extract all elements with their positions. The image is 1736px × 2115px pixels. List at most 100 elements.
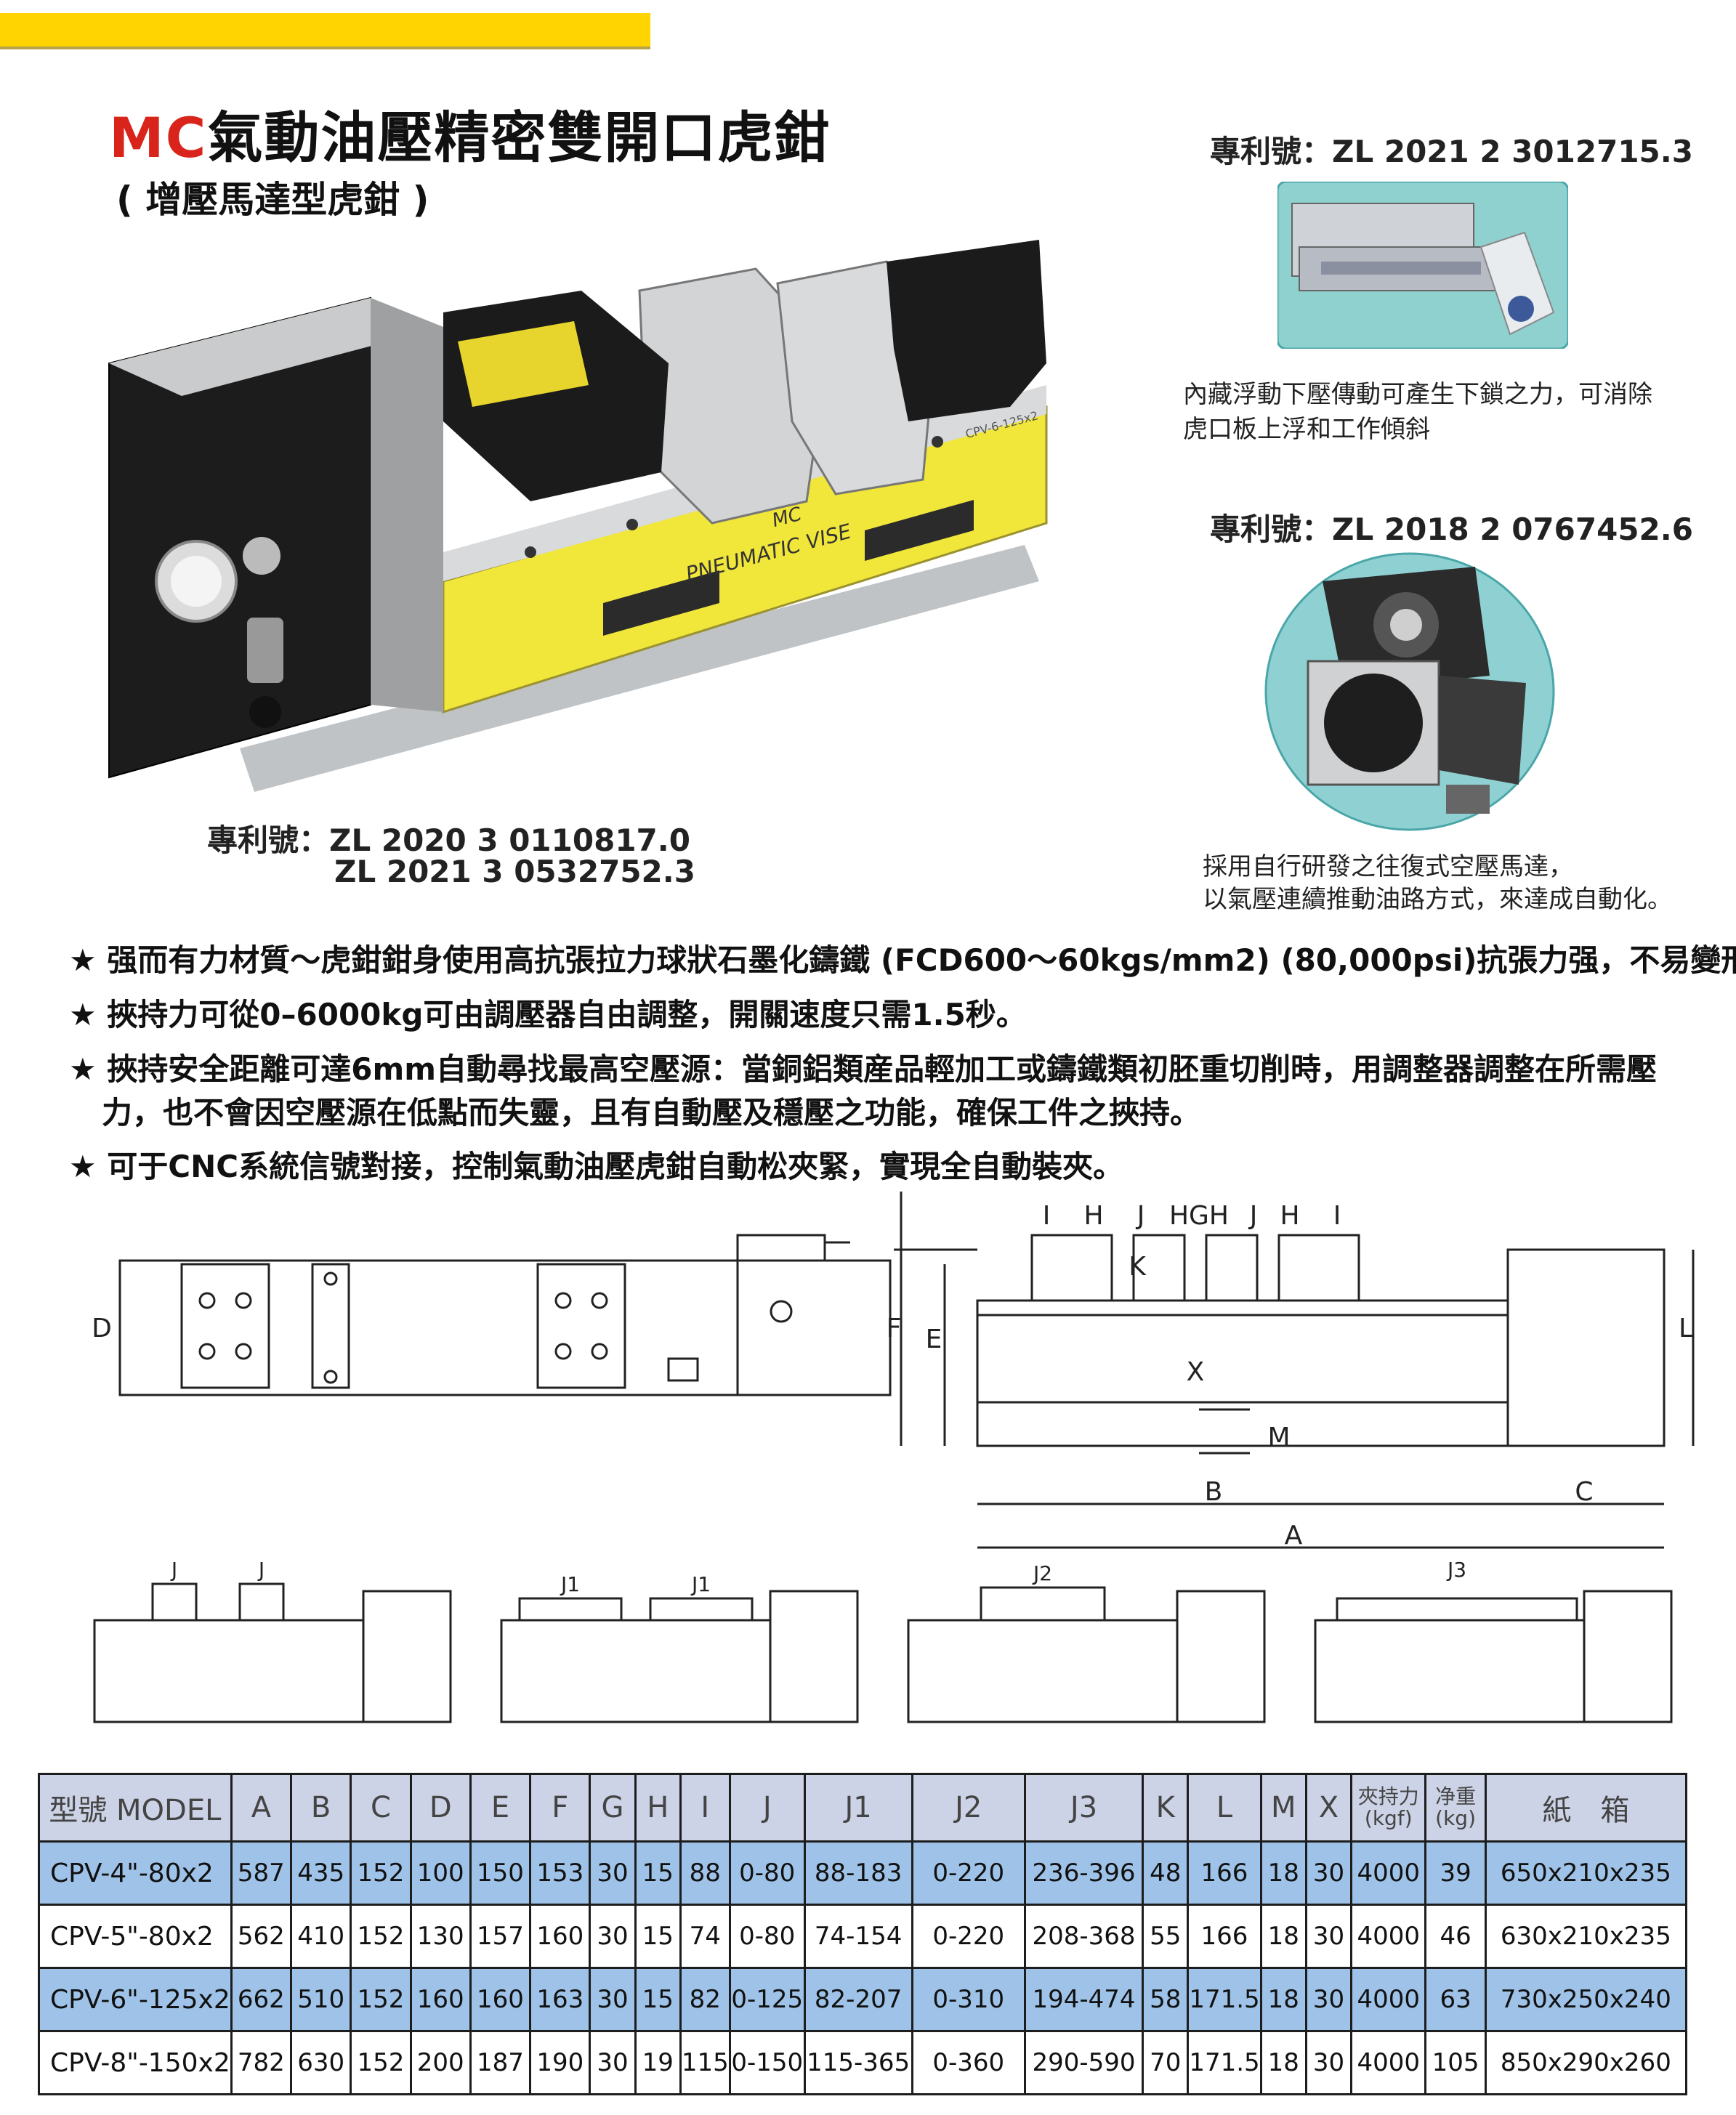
table-cell: 587 [230, 1840, 293, 1906]
col-I: I [679, 1773, 731, 1843]
table-cell: 160 [529, 1904, 592, 1969]
col-J: J [728, 1773, 806, 1843]
col-D: D [409, 1773, 472, 1843]
col-carton: 紙 箱 [1484, 1773, 1688, 1843]
col-J3: J3 [1023, 1773, 1144, 1843]
table-cell: 30 [1304, 1840, 1353, 1906]
table-cell: 15 [634, 1840, 682, 1906]
table-cell: 730x250x240 [1484, 1967, 1688, 2032]
col-G: G [589, 1773, 637, 1843]
table-cell: 100 [409, 1840, 472, 1906]
spec-header-row: 型號 MODEL A B C D E F G H I J J1 J2 J3 K … [38, 1773, 1688, 1843]
table-cell: 630x210x235 [1484, 1904, 1688, 1969]
table-cell: 152 [350, 1840, 412, 1906]
table-cell: 82 [679, 1967, 731, 2032]
table-cell: 187 [469, 2030, 532, 2095]
table-cell: 105 [1424, 2030, 1487, 2095]
table-cell: 55 [1142, 1904, 1190, 1969]
table-cell: 39 [1424, 1840, 1487, 1906]
table-cell: 510 [290, 1967, 352, 2032]
feature-safety-distance: ★ 挾持安全距離可達6mm自動尋找最高空壓源：當銅鋁類産品輕加工或鑄鐵類初胚重切… [69, 1051, 1658, 1087]
col-C: C [350, 1773, 412, 1843]
dim-M: M [1267, 1423, 1290, 1452]
patent-note-1-line2: 虎口板上浮和工作傾斜 [1183, 415, 1430, 444]
table-cell: 194-474 [1023, 1967, 1144, 2032]
table-cell: 160 [469, 1967, 532, 2032]
patent-number-3: 專利號：ZL 2020 3 0110817.0 [207, 822, 690, 858]
table-cell: 15 [634, 1904, 682, 1969]
dim-top-HGH: HGH [1169, 1201, 1229, 1231]
table-cell: 0-220 [911, 1904, 1026, 1969]
table-cell: 0-80 [728, 1904, 806, 1969]
table-cell: 18 [1259, 2030, 1307, 2095]
page-subtitle: ( 增壓馬達型虎鉗 ) [116, 179, 429, 221]
table-cell: 208-368 [1023, 1904, 1144, 1969]
dim-A: A [1285, 1521, 1303, 1550]
table-cell: 166 [1187, 1840, 1262, 1906]
model-cell: CPV-4"-80x2 [38, 1840, 233, 1906]
table-cell: 4000 [1350, 2030, 1427, 2095]
dim-B: B [1205, 1477, 1223, 1507]
table-cell: 0-125 [728, 1967, 806, 2032]
dim-E: E [926, 1325, 942, 1354]
table-cell: 30 [589, 2030, 637, 2095]
table-cell: 115-365 [803, 2030, 913, 2095]
slot-right [865, 500, 974, 561]
table-cell: 171.5 [1187, 1967, 1262, 2032]
technical-drawings: D F E L K X M B C A I H J HGH J H I J J … [92, 1192, 1695, 1723]
dim-top-J: J [1136, 1201, 1145, 1231]
table-cell: 15 [634, 1967, 682, 2032]
patent-number-1: 專利號：ZL 2021 2 3012715.3 [1210, 134, 1693, 169]
table-cell: 157 [469, 1904, 532, 1969]
table-cell: 662 [230, 1967, 293, 2032]
small-label-J3: J3 [1446, 1558, 1466, 1582]
small-label-J: J [170, 1558, 177, 1582]
table-cell: 152 [350, 1967, 412, 2032]
dim-top-J2: J [1248, 1201, 1258, 1231]
table-cell: 236-396 [1023, 1840, 1144, 1906]
col-model: 型號 MODEL [38, 1773, 233, 1843]
table-cell: 74-154 [803, 1904, 913, 1969]
feature-material: ★ 强而有力材質～虎鉗鉗身使用高抗張拉力球狀石墨化鑄鐵 (FCD600～60kg… [69, 942, 1736, 978]
small-label-J1-b: J1 [690, 1572, 711, 1596]
table-cell: 562 [230, 1904, 293, 1969]
housing-side [371, 298, 443, 712]
col-B: B [290, 1773, 352, 1843]
table-cell: 46 [1424, 1904, 1487, 1969]
table-cell: 74 [679, 1904, 731, 1969]
small-label-J-b: J [257, 1558, 265, 1582]
table-cell: 48 [1142, 1840, 1190, 1906]
table-cell: 0-80 [728, 1840, 806, 1906]
regulator-knob [249, 696, 281, 728]
feature-safety-distance-cont: 力，也不會因空壓源在低點而失靈，且有自動壓及穩壓之功能，確保工件之挾持。 [102, 1095, 1201, 1131]
top-accent-bar [0, 13, 650, 46]
dim-top-H2: H [1280, 1201, 1299, 1231]
patent-note-2-line1: 採用自行研發之往復式空壓馬達， [1203, 852, 1573, 881]
table-cell: 30 [589, 1904, 637, 1969]
feature-clamp-force: ★ 挾持力可從0–6000kg可由調壓器自由調整，開關速度只需1.5秒。 [69, 997, 1027, 1032]
table-cell: 30 [589, 1840, 637, 1906]
table-cell: 410 [290, 1904, 352, 1969]
dim-D: D [92, 1314, 112, 1343]
col-L: L [1187, 1773, 1262, 1843]
table-cell: 190 [529, 2030, 592, 2095]
slot-left [603, 570, 719, 636]
table-cell: 152 [350, 1904, 412, 1969]
page-title: MC氣動油壓精密雙開口虎鉗 [109, 93, 831, 173]
table-cell: 0-360 [911, 2030, 1026, 2095]
table-cell: 290-590 [1023, 2030, 1144, 2095]
table-cell: 30 [1304, 2030, 1353, 2095]
title-main: 氣動油壓精密雙開口虎鉗 [207, 105, 831, 170]
table-cell: 150 [469, 1840, 532, 1906]
dim-F: F [887, 1314, 902, 1343]
patent-number-4: ZL 2021 3 0532752.3 [334, 854, 695, 889]
col-F: F [529, 1773, 592, 1843]
base-rail [240, 545, 1039, 792]
model-cell: CPV-5"-80x2 [38, 1904, 233, 1969]
dim-C: C [1575, 1477, 1593, 1507]
patent-note-2-line2: 以氣壓連續推動油路方式，來達成自動化。 [1203, 885, 1672, 914]
table-cell: 4000 [1350, 1967, 1427, 2032]
table-cell: 0-150 [728, 2030, 806, 2095]
